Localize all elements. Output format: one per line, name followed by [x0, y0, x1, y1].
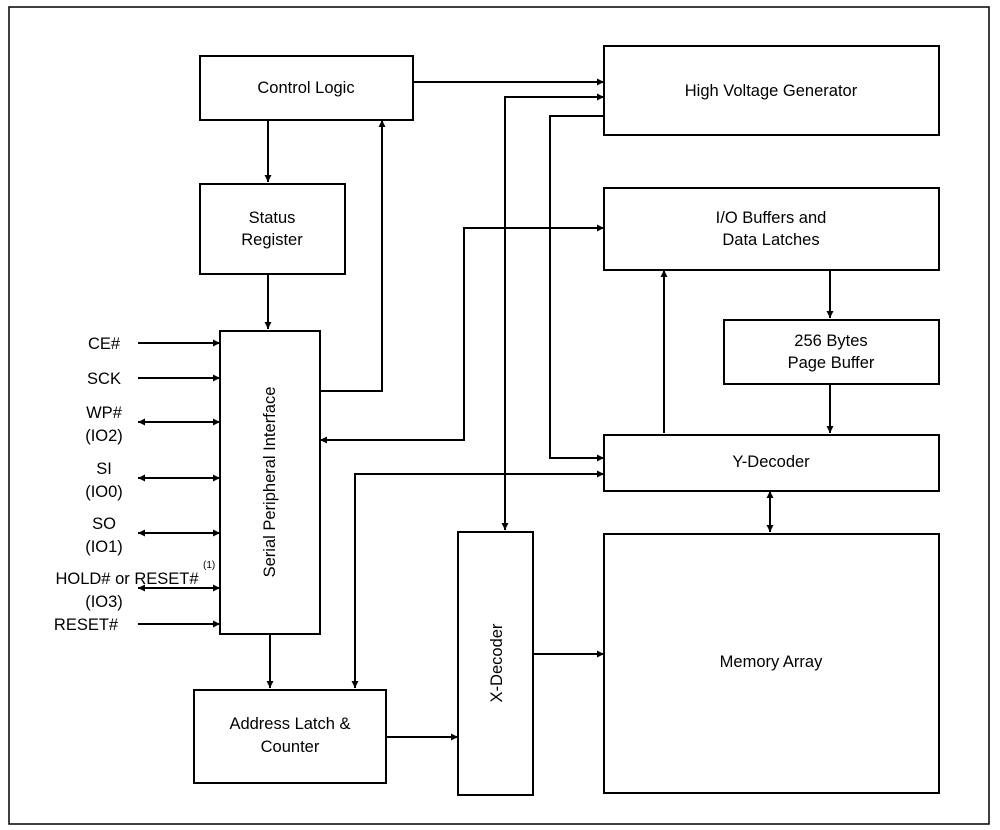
pin-hold-io-label: (IO3) [85, 593, 123, 611]
spi-label: Serial Peripheral Interface [261, 387, 279, 578]
status-register-label-2: Register [241, 231, 303, 249]
block-page-buffer: 256 Bytes Page Buffer [723, 319, 940, 385]
pin-wp-io-label: (IO2) [85, 427, 123, 445]
hv-generator-label: High Voltage Generator [685, 82, 858, 100]
diagram-frame [8, 6, 990, 825]
block-memory-array: Memory Array [603, 533, 940, 794]
pin-wp-label: WP# [86, 404, 123, 422]
connections [138, 78, 834, 741]
block-control-logic: Control Logic [199, 55, 414, 121]
pin-si-label: SI [96, 460, 112, 478]
address-latch-label-2: Counter [261, 738, 320, 756]
pin-so-label: SO [92, 515, 116, 533]
memory-array-label: Memory Array [720, 653, 823, 671]
io-buffers-label-2: Data Latches [722, 231, 819, 249]
page-buffer-label-2: Page Buffer [788, 354, 875, 372]
block-high-voltage-generator: High Voltage Generator [603, 45, 940, 136]
pin-hold-label: HOLD# or RESET# [55, 570, 199, 588]
block-address-latch-counter: Address Latch & Counter [193, 689, 387, 784]
pin-labels: CE# SCK WP# (IO2) SI (IO0) SO (IO1) HOLD… [54, 335, 215, 634]
wire-hvgen-to-y-decoder [549, 115, 604, 462]
address-latch-label-1: Address Latch & [229, 715, 350, 733]
pin-sck-label: SCK [87, 370, 121, 388]
pin-reset-label: RESET# [54, 616, 119, 634]
pin-si-io-label: (IO0) [85, 483, 123, 501]
pin-ce-label: CE# [88, 335, 121, 353]
page-buffer-label-1: 256 Bytes [794, 332, 867, 350]
block-io-buffers-data-latches: I/O Buffers and Data Latches [603, 187, 940, 271]
status-register-label-1: Status [249, 209, 296, 227]
block-status-register: Status Register [199, 183, 346, 275]
block-x-decoder: X-Decoder [457, 531, 534, 796]
io-buffers-label-1: I/O Buffers and [716, 209, 827, 227]
control-logic-label: Control Logic [257, 79, 354, 97]
block-y-decoder: Y-Decoder [603, 434, 940, 492]
x-decoder-label: X-Decoder [488, 623, 506, 702]
pin-hold-footnote: (1) [203, 560, 215, 571]
block-serial-peripheral-interface: Serial Peripheral Interface [219, 330, 321, 635]
pin-so-io-label: (IO1) [85, 538, 123, 556]
y-decoder-label: Y-Decoder [732, 453, 810, 471]
wire-hvgen-x-decoder [501, 93, 604, 530]
wire-spi-io-buffers [320, 224, 604, 444]
